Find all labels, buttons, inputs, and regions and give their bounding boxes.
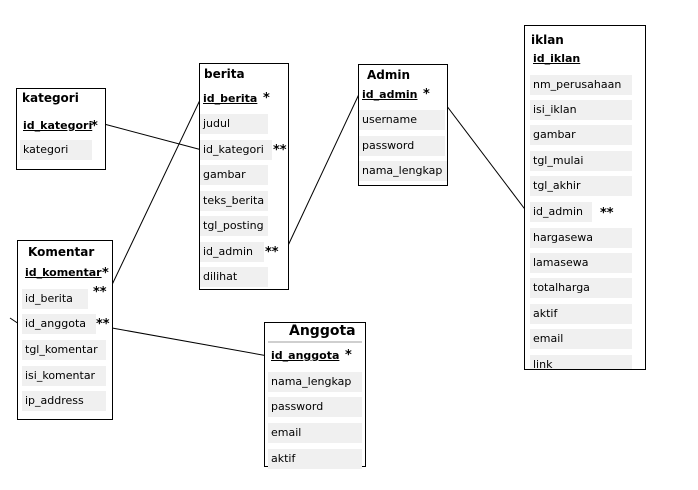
iklan-field-id-admin: id_admin xyxy=(530,202,592,222)
anggota-field-password: password xyxy=(268,397,362,417)
anggota-field-id-anggota: id_anggota xyxy=(271,349,340,362)
relation-berita-komentar xyxy=(99,99,201,311)
table-admin-title: Admin xyxy=(367,68,411,82)
relation-admin-berita xyxy=(284,91,361,253)
berita-field-tgl-posting: tgl_posting xyxy=(200,216,268,236)
fk-marker: ** xyxy=(273,143,287,158)
iklan-field-hargasewa: hargasewa xyxy=(530,228,632,248)
berita-field-dilihat: dilihat xyxy=(200,267,268,287)
iklan-field-aktif: aktif xyxy=(530,304,632,324)
komentar-field-isi-komentar: isi_komentar xyxy=(22,366,106,386)
komentar-field-ip-address: ip_address xyxy=(22,391,106,411)
fk-marker: ** xyxy=(265,245,279,260)
pk-marker: * xyxy=(423,87,430,102)
fk-marker: ** xyxy=(96,317,110,332)
iklan-field-gambar: gambar xyxy=(530,125,632,145)
berita-field-teks-berita: teks_berita xyxy=(200,191,268,211)
table-anggota xyxy=(264,322,366,467)
admin-field-nama-lengkap: nama_lengkap xyxy=(359,161,447,181)
table-anggota-title: Anggota xyxy=(289,323,356,339)
admin-field-password: password xyxy=(359,136,445,156)
relation-anggota-komentar xyxy=(111,327,269,357)
table-komentar-title: Komentar xyxy=(28,245,95,259)
kategori-field-kategori: kategori xyxy=(20,140,92,160)
anggota-field-email: email xyxy=(268,423,362,443)
iklan-field-tgl-mulai: tgl_mulai xyxy=(530,151,632,171)
fk-marker: ** xyxy=(600,206,614,221)
komentar-field-id-anggota: id_anggota xyxy=(22,314,96,334)
fk-marker: ** xyxy=(93,285,107,300)
pk-marker: * xyxy=(102,266,109,281)
admin-field-username: username xyxy=(359,110,445,130)
anggota-title-divider xyxy=(268,341,362,343)
table-kategori-title: kategori xyxy=(22,91,79,105)
iklan-field-lamasewa: lamasewa xyxy=(530,253,632,273)
iklan-field-email: email xyxy=(530,329,632,349)
table-iklan-title: iklan xyxy=(531,33,564,47)
berita-field-id-admin: id_admin xyxy=(200,242,264,262)
berita-field-judul: judul xyxy=(200,114,268,134)
table-berita-title: berita xyxy=(204,67,245,81)
pk-marker: * xyxy=(91,119,98,134)
iklan-field-nm-perusahaan: nm_perusahaan xyxy=(530,75,632,95)
berita-field-gambar: gambar xyxy=(200,165,268,185)
iklan-field-tgl-akhir: tgl_akhir xyxy=(530,176,632,196)
iklan-field-totalharga: totalharga xyxy=(530,278,632,298)
iklan-field-link: link xyxy=(530,355,632,369)
kategori-field-id-kategori: id_kategori xyxy=(23,119,93,132)
berita-field-id-berita: id_berita xyxy=(203,92,258,105)
anggota-field-aktif: aktif xyxy=(268,449,362,469)
iklan-field-id-iklan: id_iklan xyxy=(533,52,581,65)
komentar-field-tgl-komentar: tgl_komentar xyxy=(22,340,106,360)
pk-marker: * xyxy=(345,348,352,363)
berita-field-id-kategori: id_kategori xyxy=(200,140,272,160)
komentar-field-id-komentar: id_komentar xyxy=(25,266,102,279)
pk-marker: * xyxy=(263,91,270,106)
komentar-field-id-berita: id_berita xyxy=(22,289,88,309)
relation-kategori-berita xyxy=(103,123,203,151)
relation-admin-iklan xyxy=(439,96,528,213)
anggota-field-nama-lengkap: nama_lengkap xyxy=(268,372,362,392)
admin-field-id-admin: id_admin xyxy=(362,88,418,101)
iklan-field-isi-iklan: isi_iklan xyxy=(530,100,632,120)
